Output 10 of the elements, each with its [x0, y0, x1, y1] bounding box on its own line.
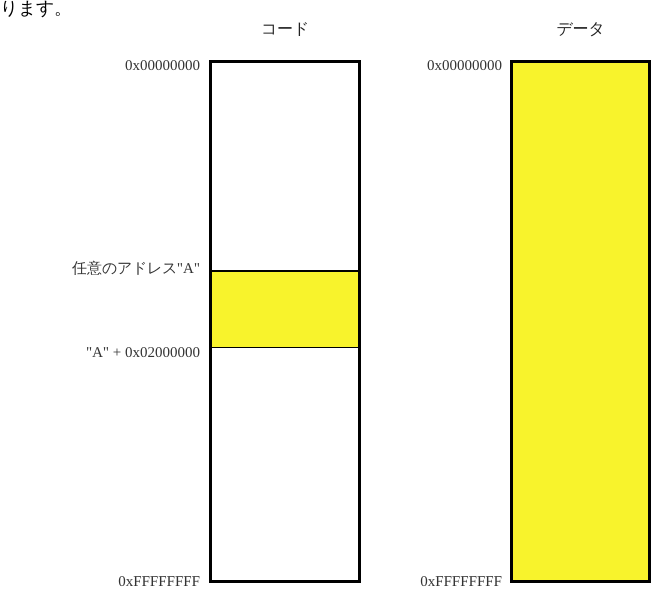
- column-heading: データ: [556, 19, 606, 40]
- address-label: "A" + 0x02000000: [86, 345, 200, 362]
- address-label: 任意のアドレス"A": [72, 260, 200, 278]
- address-label: 0x00000000: [125, 58, 200, 75]
- address-label: 0xFFFFFFFF: [420, 574, 502, 591]
- column-heading: コード: [260, 19, 310, 40]
- memory-region: [212, 270, 358, 348]
- text-fragment: ります。: [0, 0, 72, 20]
- address-label: 0x00000000: [427, 58, 502, 75]
- address-label: 0xFFFFFFFF: [118, 574, 200, 591]
